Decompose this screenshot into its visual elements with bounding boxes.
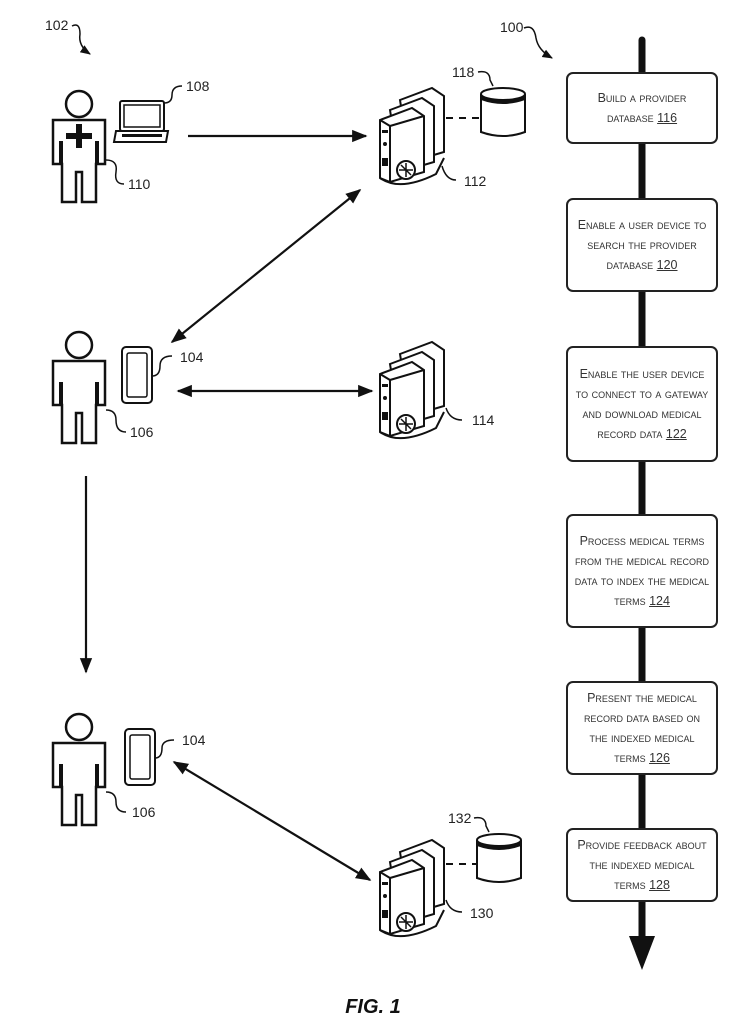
step-number: 124 [649,594,670,608]
step-text: Process medical terms from the medical r… [574,534,710,608]
leader-132 [473,816,490,833]
leader-112 [441,165,457,181]
phone-icon-middle [121,346,153,404]
step-text: Enable the user device to connect to a g… [575,367,709,441]
step-box-124: Process medical terms from the medical r… [566,514,718,628]
leader-108 [163,85,183,104]
feedback-server-icon [379,839,445,938]
system-ref-arrow [71,24,91,55]
ref-106-top: 106 [130,424,154,440]
gateway-server-icon [379,341,445,440]
feedback-database-icon [476,833,522,883]
ref-112: 112 [464,173,487,189]
leader-106-bottom [105,791,127,813]
user-icon-middle [51,330,107,445]
ref-104-top: 104 [180,349,204,365]
leader-118 [477,70,494,87]
system-ref-label: 102 [45,17,69,33]
leader-106-top [105,409,127,433]
provider-server-icon [379,87,445,186]
step-number: 128 [649,878,670,892]
step-number: 116 [657,111,678,125]
phone-icon-bottom [124,728,156,786]
ref-118: 118 [452,64,475,80]
step-box-126: Present the medical record data based on… [566,681,718,775]
provider-user-icon [51,89,107,204]
step-text: Enable a user device to search the provi… [577,218,707,272]
leader-104-bottom [154,739,175,759]
ref-130: 130 [470,905,494,921]
arrow-device-feedback-server [172,761,372,881]
step-number: 126 [649,751,670,765]
leader-114 [445,407,463,421]
ref-106-bottom: 106 [132,804,156,820]
flow-end-arrow [629,936,655,970]
step-box-128: Provide feedback about the indexed medic… [566,828,718,902]
figure-caption: FIG. 1 [345,996,401,1018]
step-text: Build a provider database [597,91,687,125]
ref-104-bottom: 104 [182,732,206,748]
ref-110: 110 [128,176,151,192]
user-icon-bottom [51,712,107,827]
step-box-122: Enable the user device to connect to a g… [566,346,718,462]
method-ref-label: 100 [500,19,524,35]
method-ref-arrow [523,26,553,59]
leader-130 [445,899,463,913]
ref-114: 114 [472,412,495,428]
laptop-icon [112,100,170,143]
ref-108: 108 [186,78,210,94]
leader-110 [105,159,125,185]
ref-132: 132 [448,810,472,826]
step-text: Present the medical record data based on… [583,691,701,765]
step-box-116: Build a provider database 116 [566,72,718,144]
step-text: Provide feedback about the indexed medic… [577,838,707,892]
provider-database-icon [480,87,526,137]
leader-104-top [151,355,173,377]
arrow-server-device [170,189,362,343]
step-number: 122 [665,427,687,441]
step-number: 120 [656,258,678,272]
step-box-120: Enable a user device to search the provi… [566,198,718,292]
